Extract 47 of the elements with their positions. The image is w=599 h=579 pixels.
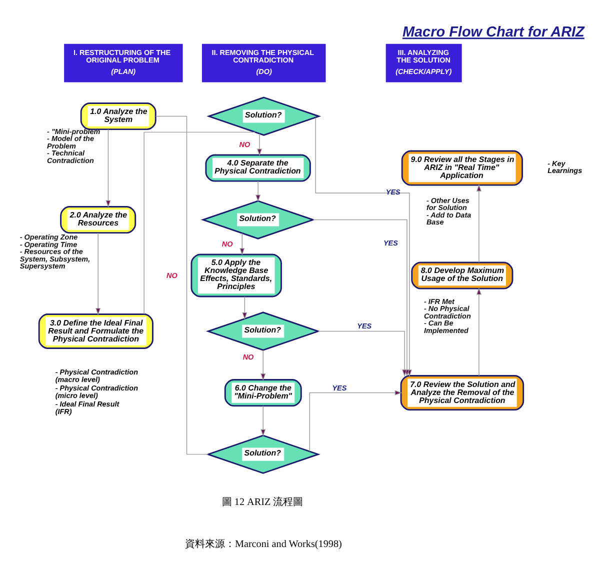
node-box: III. ANALYZING THE SOLUTION (CHECK/APPLY) (386, 43, 462, 82)
arrow (256, 132, 262, 156)
node-label: - Physical Contradiction (micro level) (55, 383, 138, 400)
node-diamond: Solution? (206, 96, 322, 136)
edge-label: YES (332, 382, 347, 392)
arrow (96, 232, 101, 315)
connector (155, 115, 208, 454)
arrow (260, 404, 266, 436)
node-box: 1.0 Analyze the System (80, 102, 156, 130)
node-label: - Key Learnings (548, 158, 582, 175)
edge-label: - IFR Met - No Physical Contradiction - Can Be Implemented (424, 296, 471, 334)
node-box: II. REMOVING THE PHYSICAL CONTRADICTION (DO) (202, 43, 326, 82)
node-box: 7.0 Review the Solution and Analyze the Removal of the Physical Contradiction (400, 374, 524, 410)
node-box: 9.0 Review all the Stages in ARIZ in "Real Time" Application (401, 150, 523, 186)
node-diamond: Solution? (206, 434, 320, 474)
edge-label: YES (357, 321, 372, 330)
arrow (318, 330, 408, 376)
arrow (242, 296, 248, 320)
node-box: 5.0 Apply the Knowledge Base Effects, Standards, Principles (190, 253, 282, 297)
label: 資料來源：Marconi and Works(1998) (184, 538, 342, 550)
node-box: 8.0 Develop Maximum Usage of the Solution (411, 261, 514, 289)
arrow (240, 232, 245, 255)
node-box: 3.0 Define the Ideal Final Result and Formulate the Physical Contradiction (38, 313, 154, 348)
diagram-title: Macro Flow Chart for ARIZ (402, 24, 584, 40)
connector (144, 131, 256, 314)
node-label: - Ideal Final Result (IFR) (55, 399, 120, 416)
caption: 圖 12 ARIZ 流程圖 (222, 496, 304, 508)
edge-label: NO (242, 352, 254, 362)
arrow (106, 128, 111, 208)
edge-label: - Other Uses for Solution - Add to Data Base (426, 195, 472, 226)
node-box: 6.0 Change the "Mini-Problem" (224, 378, 302, 406)
arrow (476, 287, 482, 376)
edge-label: NO (222, 238, 233, 248)
node-box: I. RESTRUCTURING OF THE ORIGINAL PROBLEM (PLAN) (64, 43, 183, 82)
edge-label: NO (166, 270, 178, 280)
node-diamond: Solution? (200, 200, 316, 239)
node-label: - Physical Contradiction (macro level) (55, 367, 138, 384)
arrow (309, 390, 402, 452)
edge-label: - Operating Zone - Operating Time - Resources of the System, Subsystem, Supersystem (20, 232, 90, 270)
edge-label: YES (383, 238, 398, 247)
arrow (260, 350, 266, 380)
node-box: 4.0 Separate the Physical Contradiction (205, 154, 311, 182)
arrow (476, 184, 482, 262)
edge-label: NO (239, 139, 250, 148)
edge-label: YES (386, 186, 400, 196)
node-box: 2.0 Analyze the Resources (60, 206, 136, 234)
arrow (256, 180, 261, 202)
